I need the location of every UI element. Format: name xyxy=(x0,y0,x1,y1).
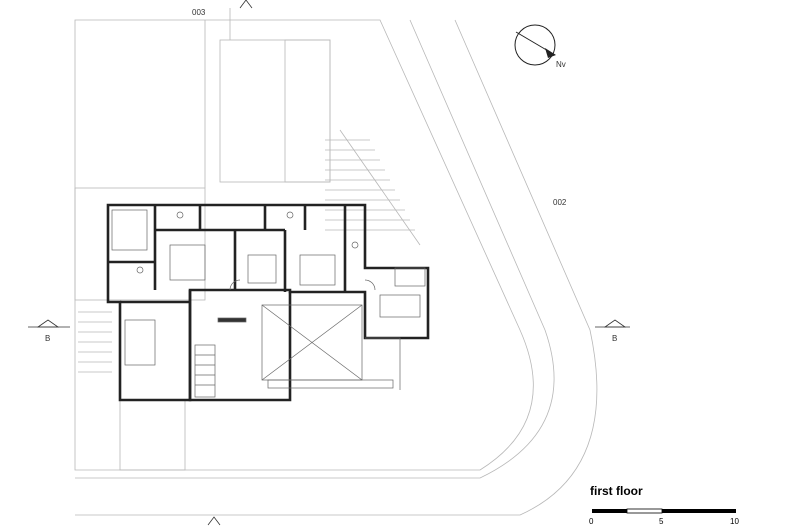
drawing-title: first floor xyxy=(590,484,643,498)
scale-tick-5: 5 xyxy=(659,517,664,526)
scale-tick-10: 10 xyxy=(730,517,739,526)
scale-tick-0: 0 xyxy=(589,517,594,526)
lot-label-002: 002 xyxy=(553,198,567,207)
section-marker-right xyxy=(603,319,627,328)
exterior-stairs xyxy=(325,129,421,246)
north-arrow-icon xyxy=(514,24,556,66)
section-marker-left xyxy=(36,319,60,328)
interior-details xyxy=(111,209,426,398)
scale-bar xyxy=(592,508,736,514)
section-marker-top xyxy=(239,0,253,9)
section-label-left: B xyxy=(45,334,51,343)
lot-boundary xyxy=(74,19,534,471)
street-curb xyxy=(75,19,555,479)
lot-label-003: 003 xyxy=(192,8,206,17)
building-walls xyxy=(106,203,430,402)
left-stairs xyxy=(78,311,112,373)
section-marker-bottom xyxy=(207,516,221,526)
section-label-right: B xyxy=(612,334,618,343)
north-label: Nv xyxy=(556,60,566,69)
